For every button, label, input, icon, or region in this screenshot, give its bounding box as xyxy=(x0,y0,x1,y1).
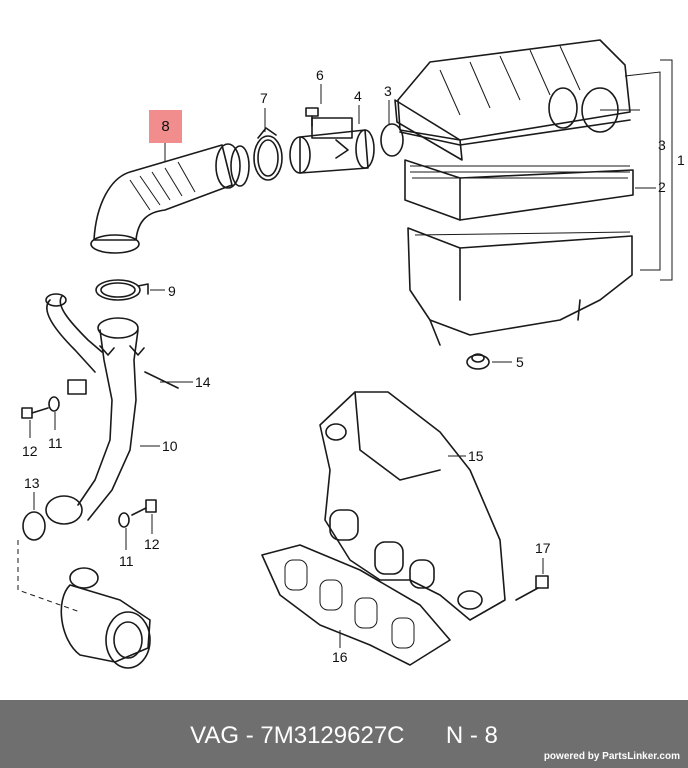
leader-lines xyxy=(29,84,544,648)
turbocharger xyxy=(17,540,151,669)
intake-pipe-10 xyxy=(45,293,145,521)
air-filter-housing-upper xyxy=(394,39,631,161)
intake-manifold-15 xyxy=(319,391,506,621)
bolt-12-left xyxy=(21,396,60,419)
manifold-gasket-16 xyxy=(261,544,451,666)
callout-1: 1 xyxy=(677,152,685,168)
seal-ring-3 xyxy=(380,123,404,157)
callout-14: 14 xyxy=(195,374,211,390)
footer-bar: VAG - 7M3129627C N - 8 powered by PartsL… xyxy=(0,700,688,768)
hose-clamp-9 xyxy=(95,279,149,301)
callout-8-highlight[interactable]: 8 xyxy=(149,110,182,143)
callout-15: 15 xyxy=(468,448,484,464)
callout-12-right: 12 xyxy=(144,536,160,552)
part-number: 7M3129627C xyxy=(260,722,405,749)
grommet-5 xyxy=(466,353,490,370)
screw-6 xyxy=(305,107,319,127)
air-mass-meter xyxy=(289,117,375,174)
caption-separator: - xyxy=(245,722,254,749)
air-filter-element xyxy=(404,159,634,221)
callout-11-left: 11 xyxy=(48,435,63,451)
callout-2: 2 xyxy=(658,179,666,195)
callout-13: 13 xyxy=(24,475,40,491)
air-filter-housing-lower xyxy=(407,227,633,346)
assembly-bracket xyxy=(600,59,673,281)
bolt-12-right xyxy=(118,499,157,528)
callout-labels: 1 2 3 3 4 5 6 7 9 10 11 11 12 12 13 14 1… xyxy=(22,67,685,665)
callout-17: 17 xyxy=(535,540,551,556)
callout-7: 7 xyxy=(260,90,268,106)
sensor-14 xyxy=(144,371,179,389)
exploded-parts-diagram: 1 2 3 3 4 5 6 7 9 10 11 11 12 12 13 14 1… xyxy=(17,39,685,669)
powered-by-link[interactable]: powered by PartsLinker.com xyxy=(543,751,680,762)
pipe-flange xyxy=(45,495,83,525)
callout-6: 6 xyxy=(316,67,324,83)
hose-clamp-7 xyxy=(253,127,283,181)
callout-4: 4 xyxy=(354,88,362,104)
brand-label: VAG xyxy=(190,722,240,749)
callout-3-seal: 3 xyxy=(384,83,392,99)
callout-16: 16 xyxy=(332,649,348,665)
position-label: N - 8 xyxy=(445,722,498,749)
callout-10: 10 xyxy=(162,438,178,454)
callout-5: 5 xyxy=(516,354,524,370)
intake-hose-8 xyxy=(90,143,250,254)
callout-3-housing: 3 xyxy=(658,137,666,153)
seal-13 xyxy=(22,511,46,541)
callout-9: 9 xyxy=(168,283,176,299)
part-caption: VAG - 7M3129627C N - 8 xyxy=(0,722,688,750)
bolt-17 xyxy=(515,575,549,601)
callout-11-right: 11 xyxy=(119,553,134,569)
callout-12-left: 12 xyxy=(22,443,38,459)
